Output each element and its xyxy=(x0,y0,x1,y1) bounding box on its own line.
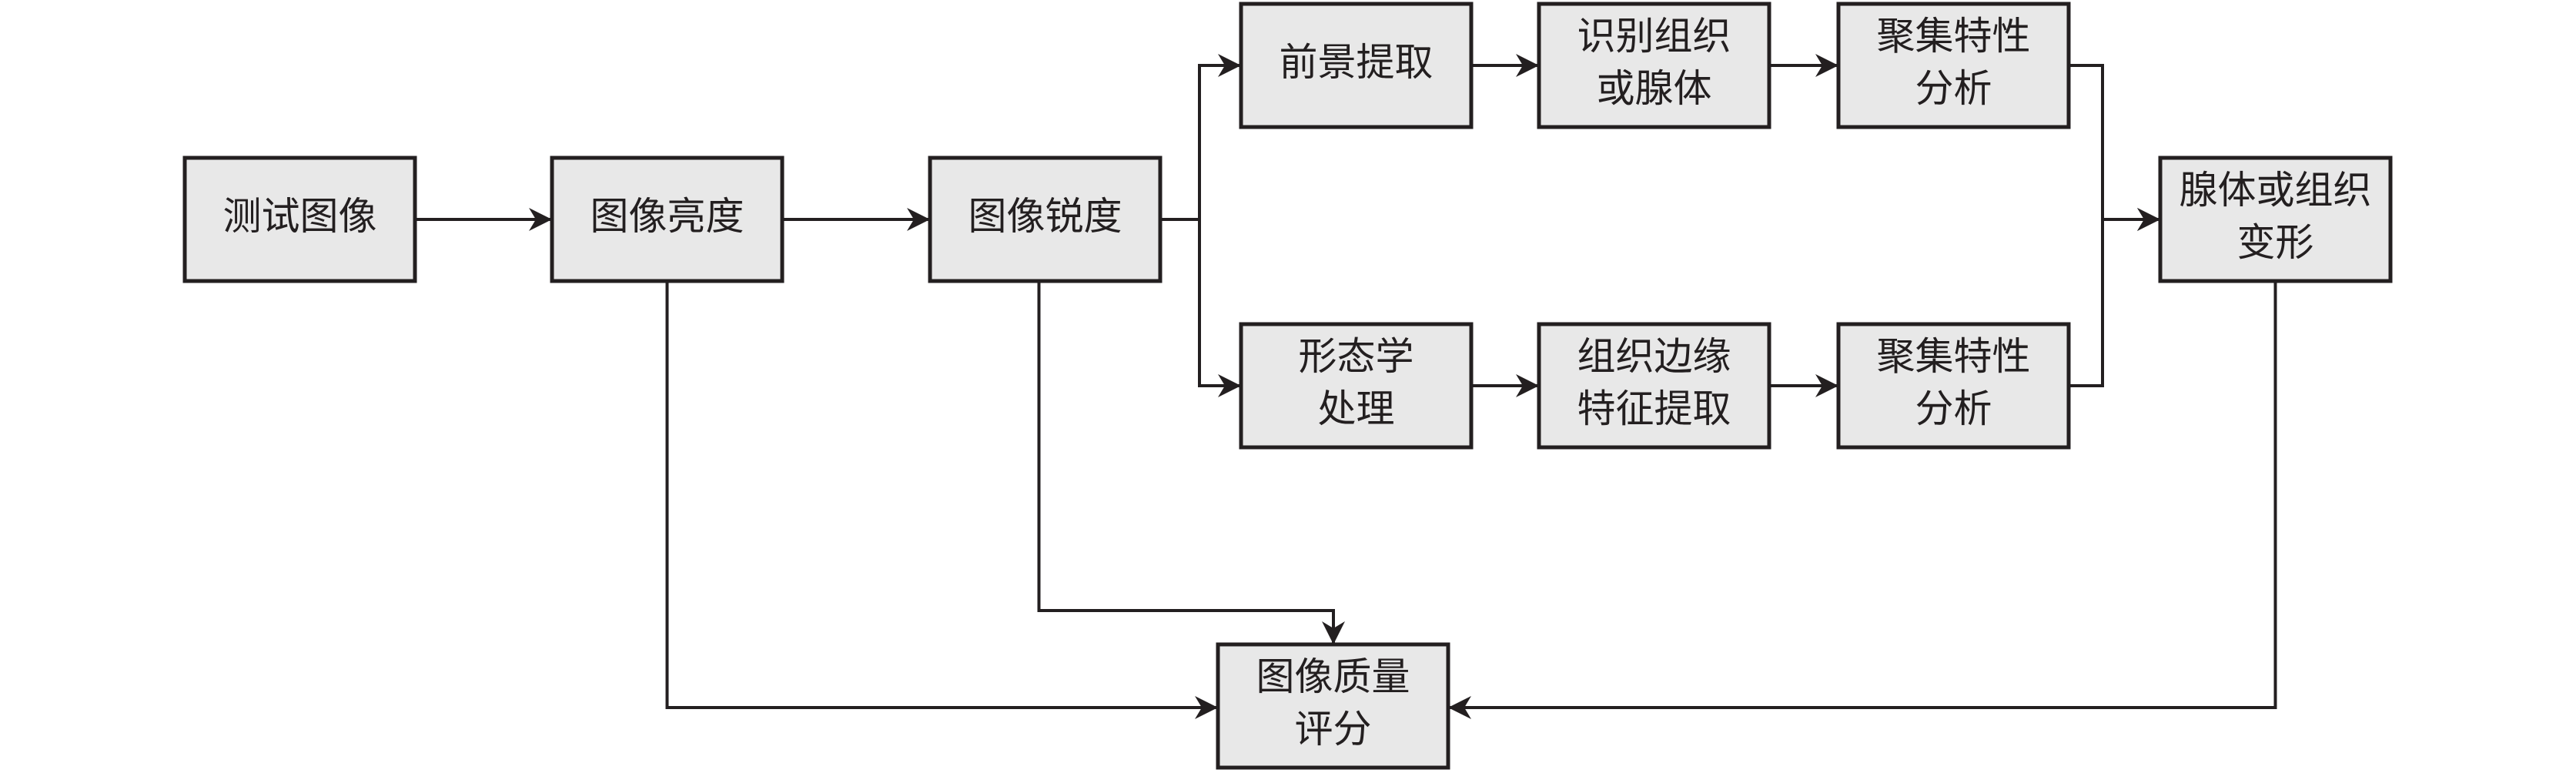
node-label: 识别组织 xyxy=(1577,14,1731,59)
arrowhead-icon xyxy=(1218,54,1241,77)
node-label: 组织边缘 xyxy=(1577,334,1731,379)
node-box xyxy=(1239,2,1474,129)
node-box xyxy=(928,156,1163,283)
node-label: 图像亮度 xyxy=(590,194,744,239)
node-label: 聚集特性 xyxy=(1877,14,2031,59)
node-box xyxy=(1216,642,1450,770)
edges xyxy=(415,54,2277,719)
arrowhead-icon xyxy=(1815,54,1838,77)
arrowhead-icon xyxy=(1516,374,1539,397)
node-label: 形态学 xyxy=(1299,334,1414,379)
node-image-brightness: 图像亮度 xyxy=(550,156,785,283)
node-label: 测试图像 xyxy=(223,194,377,239)
node-box xyxy=(1537,2,1771,129)
edge-gland-deformation-to-quality-score xyxy=(1448,281,2277,709)
arrowhead-icon xyxy=(1322,621,1345,644)
arrowhead-icon xyxy=(1448,696,1471,719)
arrowhead-icon xyxy=(1516,54,1539,77)
node-box xyxy=(1239,322,1474,450)
nodes: 测试图像图像亮度图像锐度前景提取识别组织或腺体聚集特性分析形态学处理组织边缘特征… xyxy=(182,2,2393,770)
edge-cluster-analysis-top-to-gland-deformation xyxy=(2069,64,2160,221)
arrowhead-icon xyxy=(1218,374,1241,397)
edge-cluster-analysis-bottom-to-gland-deformation xyxy=(2069,218,2160,387)
node-label: 分析 xyxy=(1915,386,1992,431)
node-label: 或腺体 xyxy=(1597,66,1712,111)
edge-image-sharpness-to-quality-score xyxy=(1037,281,1335,644)
arrowhead-icon xyxy=(529,208,552,231)
node-box xyxy=(182,156,417,283)
node-box xyxy=(2158,156,2393,283)
arrowhead-icon xyxy=(1815,374,1838,397)
arrowhead-icon xyxy=(1195,696,1218,719)
node-label: 特征提取 xyxy=(1577,386,1731,431)
edge-image-brightness-to-quality-score xyxy=(665,281,1218,709)
node-foreground-extraction: 前景提取 xyxy=(1239,2,1474,129)
edge-image-sharpness-to-morphology-processing xyxy=(1160,218,1241,387)
node-box xyxy=(550,156,785,283)
node-label: 变形 xyxy=(2237,220,2314,265)
node-box xyxy=(1836,322,2071,450)
node-label: 处理 xyxy=(1318,386,1395,431)
node-label: 聚集特性 xyxy=(1877,334,2031,379)
node-image-sharpness: 图像锐度 xyxy=(928,156,1163,283)
arrowhead-icon xyxy=(907,208,930,231)
node-label: 分析 xyxy=(1915,66,1992,111)
node-label: 腺体或组织 xyxy=(2180,168,2372,212)
node-box xyxy=(1537,322,1771,450)
node-label: 图像锐度 xyxy=(969,194,1122,239)
arrowhead-icon xyxy=(2137,208,2160,231)
node-label: 前景提取 xyxy=(1280,40,1434,85)
node-test-image: 测试图像 xyxy=(182,156,417,283)
node-label: 评分 xyxy=(1295,707,1372,751)
edge-image-sharpness-to-foreground-extraction xyxy=(1160,64,1241,221)
node-label: 图像质量 xyxy=(1256,654,1410,699)
node-box xyxy=(1836,2,2071,129)
